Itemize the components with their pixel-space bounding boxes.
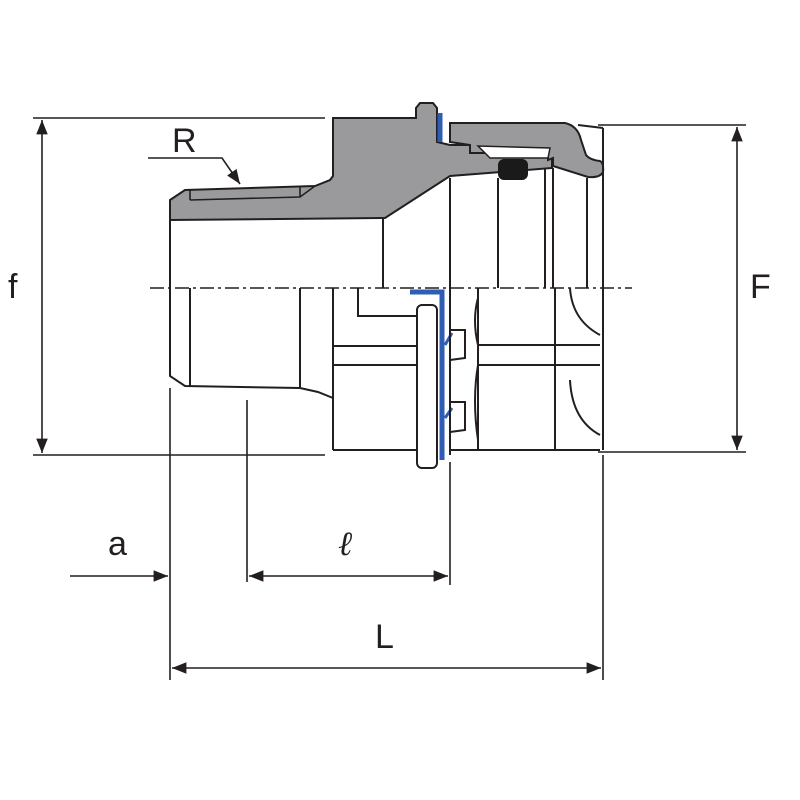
lower-outline — [169, 287, 601, 469]
thread-detail — [189, 185, 316, 201]
o-ring — [498, 159, 528, 180]
label-a: a — [108, 525, 127, 563]
cap-groove — [476, 145, 551, 159]
label-f: f — [8, 268, 18, 306]
upper-outline — [169, 124, 604, 450]
label-L: L — [375, 618, 394, 656]
dimension-lines — [33, 117, 746, 680]
body-section — [169, 102, 553, 222]
label-thread-r: R — [172, 122, 197, 160]
seal-bottom — [410, 289, 445, 460]
label-F: F — [750, 268, 771, 306]
label-l: ℓ — [338, 524, 353, 564]
